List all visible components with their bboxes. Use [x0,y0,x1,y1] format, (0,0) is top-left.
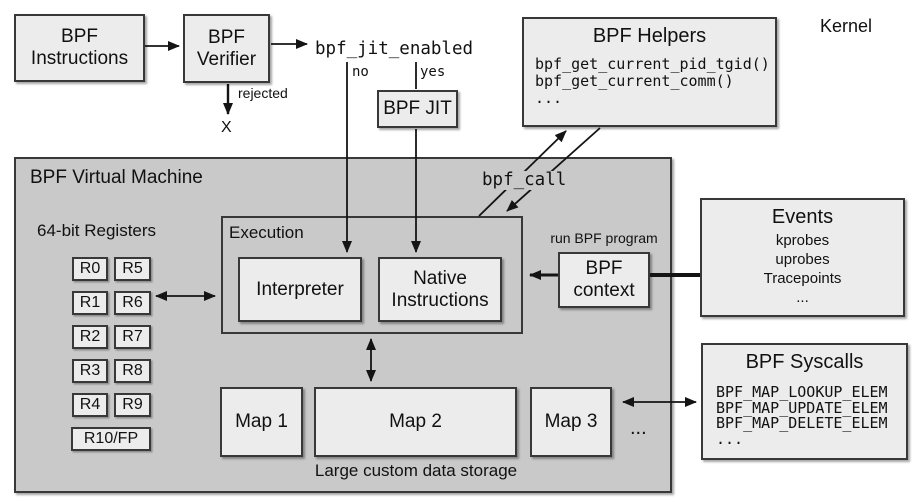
syscall-command: BPF_MAP_UPDATE_ELEM [716,398,888,417]
bpf-helpers-title: BPF Helpers [592,25,707,47]
events-box: Events kprobes uprobes Tracepoints ... [700,198,905,317]
event-source: kprobes [775,232,830,249]
registers-section-label: 64-bit Registers [37,221,157,240]
bpf-verifier-box: BPF Verifier [183,14,270,83]
register-label: R1 [79,294,101,311]
native-instructions-box: Native Instructions [378,257,502,322]
register-label: R10/FP [83,430,139,447]
bpf-helpers-box: BPF Helpers bpf_get_current_pid_tgid() b… [522,17,777,127]
syscall-command: BPF_MAP_LOOKUP_ELEM [716,383,888,401]
bpf-call-label: bpf_call [479,170,570,191]
events-title: Events [771,206,834,228]
register-r5: R5 [114,257,151,281]
arrow-helpers-to-execution [506,127,601,212]
register-r4: R4 [72,393,108,417]
event-source: ... [796,289,809,306]
bpf-jit-box: BPF JIT [377,90,458,128]
register-r2: R2 [72,325,108,349]
map1-box: Map 1 [220,387,303,457]
event-source: uprobes [775,251,830,268]
register-label: R3 [79,362,101,379]
helper-function: bpf_get_current_pid_tgid() [535,55,770,73]
map2-box: Map 2 [314,387,517,457]
register-r6: R6 [114,291,151,315]
register-label: R4 [79,396,101,413]
event-source: Tracepoints [763,270,842,287]
register-r8: R8 [114,359,151,383]
run-bpf-program-label: run BPF program [550,230,658,246]
syscall-command: BPF_MAP_DELETE_ELEM [716,414,888,432]
kernel-label: Kernel [820,16,873,36]
bpf-jit-label: BPF JIT [383,98,452,120]
register-r0: R0 [72,257,108,281]
register-label: R9 [122,396,143,413]
register-r1: R1 [72,291,108,315]
helper-function: bpf_get_current_comm() [535,72,734,90]
bpf-helpers-list: bpf_get_current_pid_tgid() bpf_get_curre… [524,56,775,107]
bpf-syscalls-list: BPF_MAP_LOOKUP_ELEM BPF_MAP_UPDATE_ELEM … [703,383,906,448]
maps-ellipsis: ... [630,417,647,439]
map1-label: Map 1 [235,411,288,433]
helper-function: ... [535,89,563,107]
bpf-verifier-label: BPF Verifier [196,26,257,70]
map3-box: Map 3 [530,387,612,457]
rejected-label: rejected [238,85,288,101]
register-r9: R9 [114,393,151,417]
register-label: R0 [79,260,101,277]
syscall-command: ... [716,429,744,448]
register-r10-fp: R10/FP [71,427,151,451]
bpf-instructions-box: BPF Instructions [14,14,145,82]
no-branch-label: no [352,64,369,80]
register-label: R2 [79,328,101,345]
bpf-syscalls-title: BPF Syscalls [745,351,864,373]
bpf-syscalls-box: BPF Syscalls BPF_MAP_LOOKUP_ELEM BPF_MAP… [701,343,908,460]
vm-title: BPF Virtual Machine [30,167,203,188]
interpreter-box: Interpreter [238,257,362,322]
bpf-jit-enabled-label: bpf_jit_enabled [315,39,474,59]
register-label: R5 [122,260,143,277]
map3-label: Map 3 [544,411,598,433]
rejected-x-mark: X [221,119,232,136]
storage-caption: Large custom data storage [314,461,518,480]
register-r3: R3 [72,359,108,383]
yes-branch-label: yes [420,64,446,80]
bpf-context-box: BPF context [558,252,650,308]
events-list: kprobes uprobes Tracepoints ... [702,231,903,307]
bpf-instructions-label: BPF Instructions [30,26,129,69]
map2-label: Map 2 [389,411,442,433]
register-r7: R7 [114,325,151,349]
register-label: R8 [122,362,143,379]
bpf-context-label: BPF context [573,258,635,301]
register-label: R6 [122,294,143,311]
execution-label: Execution [229,223,304,242]
register-label: R7 [122,328,143,345]
interpreter-label: Interpreter [256,278,344,300]
native-instructions-label: Native Instructions [391,267,489,311]
